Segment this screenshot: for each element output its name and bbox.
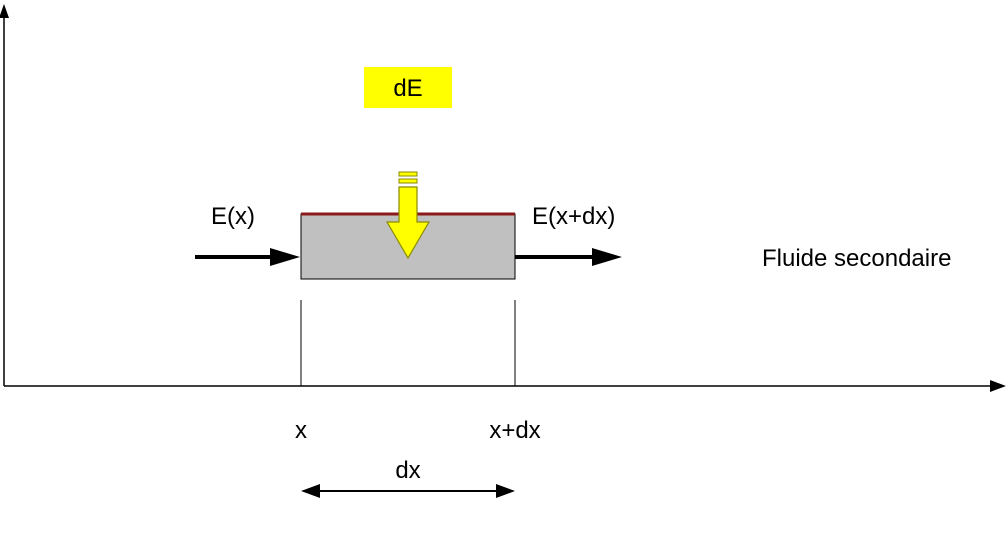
energy-added-highlight — [364, 67, 452, 108]
x-label: x — [295, 417, 307, 444]
double-headed-arrow-icon — [301, 484, 515, 498]
axes — [0, 4, 1006, 392]
x-axis-arrowhead-icon — [990, 380, 1006, 392]
y-axis-arrowhead-icon — [0, 4, 9, 18]
arrow-down-icon — [385, 171, 431, 260]
fluid-label: Fluide secondaire — [762, 245, 951, 272]
energy-added-label: dE — [393, 75, 422, 102]
arrow-right-icon — [515, 248, 622, 266]
dx-label: dx — [395, 457, 420, 484]
arrow-right-icon — [195, 248, 300, 266]
x-plus-dx-label: x+dx — [489, 417, 540, 444]
energy-in-label: E(x) — [211, 203, 255, 230]
energy-out-label: E(x+dx) — [532, 203, 615, 230]
